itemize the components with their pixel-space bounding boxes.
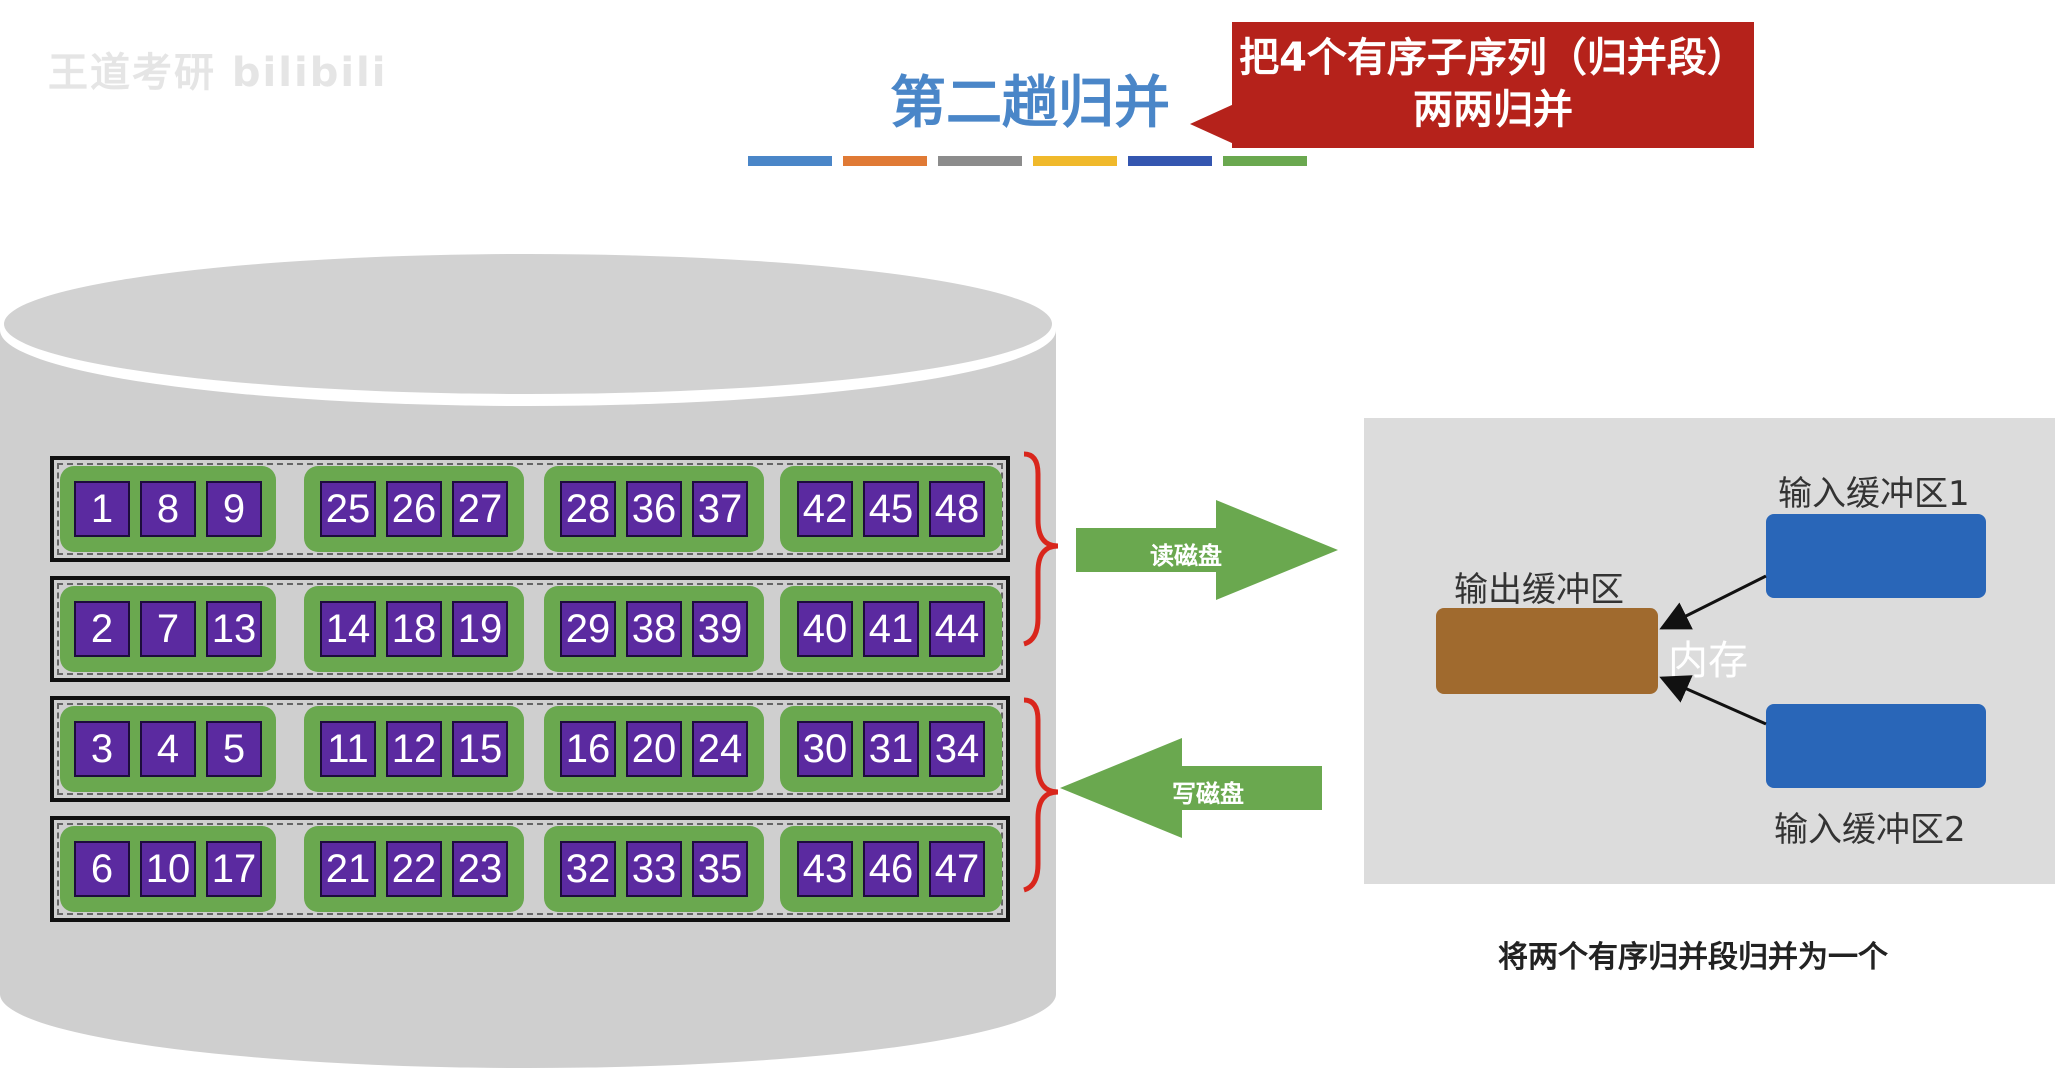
record-cell: 29 (560, 601, 616, 657)
write-disk-label: 写磁盘 (1172, 780, 1244, 808)
record-cell: 28 (560, 481, 616, 537)
color-bar-4 (1033, 156, 1117, 166)
record-cell: 14 (320, 601, 376, 657)
record-cell: 16 (560, 721, 616, 777)
record-cell: 45 (863, 481, 919, 537)
input-buffer-2 (1766, 704, 1986, 788)
record-cell: 8 (140, 481, 196, 537)
write-arrow (1060, 738, 1322, 838)
merge-arrows (1659, 574, 1767, 726)
arrow-from-input-1 (1659, 574, 1767, 630)
record-cell: 33 (626, 841, 682, 897)
record-cell: 23 (452, 841, 508, 897)
record-cell: 21 (320, 841, 376, 897)
record-cell: 10 (140, 841, 196, 897)
record-cell: 32 (560, 841, 616, 897)
record-cell: 25 (320, 481, 376, 537)
record-cell: 27 (452, 481, 508, 537)
record-cell: 11 (320, 721, 376, 777)
arrow-from-input-2 (1659, 675, 1767, 726)
record-cell: 38 (626, 601, 682, 657)
record-cell: 15 (452, 721, 508, 777)
record-cell: 43 (797, 841, 853, 897)
watermark-logo: 王道考研 bilibili (48, 50, 388, 96)
input-buffer-1 (1766, 514, 1986, 598)
brace-top (1023, 451, 1059, 647)
record-cell: 44 (929, 601, 985, 657)
read-disk-label: 读磁盘 (1150, 542, 1222, 570)
record-cell: 39 (692, 601, 748, 657)
disk-top (4, 254, 1052, 394)
record-cell: 36 (626, 481, 682, 537)
record-cell: 5 (206, 721, 262, 777)
callout-line-2: 两两归并 (1413, 87, 1573, 133)
callout-tail (1190, 104, 1234, 144)
color-bar-3 (938, 156, 1022, 166)
caption: 将两个有序归并段归并为一个 (1498, 940, 1888, 975)
slide-title: 第二趟归并 (890, 71, 1170, 136)
color-bar-6 (1223, 156, 1307, 166)
record-cell: 48 (929, 481, 985, 537)
record-cell: 40 (797, 601, 853, 657)
merge-run-4 (50, 816, 1010, 922)
record-cell: 12 (386, 721, 442, 777)
brace-group (1023, 451, 1059, 893)
input-buffer-2-label: 输入缓冲区2 (1774, 810, 1966, 850)
record-cell: 47 (929, 841, 985, 897)
output-buffer (1436, 608, 1658, 694)
read-arrow (1076, 500, 1338, 600)
record-cell: 7 (140, 601, 196, 657)
record-cell: 41 (863, 601, 919, 657)
color-bar-5 (1128, 156, 1212, 166)
record-cell: 2 (74, 601, 130, 657)
color-bar-strip (748, 156, 1307, 166)
color-bar-1 (748, 156, 832, 166)
record-cell: 35 (692, 841, 748, 897)
record-cell: 20 (626, 721, 682, 777)
color-bar-2 (843, 156, 927, 166)
record-cell: 22 (386, 841, 442, 897)
record-cell: 4 (140, 721, 196, 777)
merge-run-2 (50, 576, 1010, 682)
record-cell: 1 (74, 481, 130, 537)
record-cell: 31 (863, 721, 919, 777)
record-cell: 37 (692, 481, 748, 537)
record-cell: 26 (386, 481, 442, 537)
record-cell: 3 (74, 721, 130, 777)
callout-box: 把4个有序子序列（归并段） 两两归并 (1232, 22, 1754, 148)
input-buffer-1-label: 输入缓冲区1 (1778, 474, 1970, 514)
callout-line-1: 把4个有序子序列（归并段） (1239, 35, 1747, 81)
record-cell: 30 (797, 721, 853, 777)
record-cell: 24 (692, 721, 748, 777)
output-buffer-label: 输出缓冲区 (1454, 570, 1624, 610)
record-cell: 19 (452, 601, 508, 657)
record-cell: 17 (206, 841, 262, 897)
brace-bottom (1023, 697, 1059, 893)
record-cell: 34 (929, 721, 985, 777)
record-cell: 13 (206, 601, 262, 657)
record-cell: 18 (386, 601, 442, 657)
merge-run-3 (50, 696, 1010, 802)
record-cell: 46 (863, 841, 919, 897)
record-cell: 42 (797, 481, 853, 537)
record-cell: 6 (74, 841, 130, 897)
record-cell: 9 (206, 481, 262, 537)
merge-run-1 (50, 456, 1010, 562)
